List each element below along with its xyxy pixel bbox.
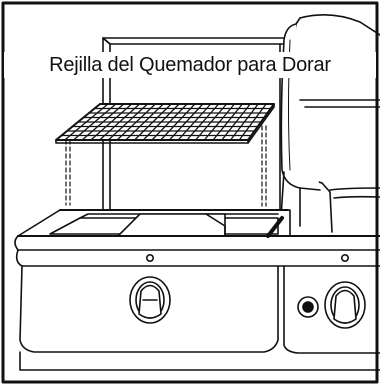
sear-burner-grate (55, 103, 275, 144)
grate-bar-vertical (133, 103, 172, 141)
main-grill-hood (279, 14, 380, 233)
grate-bar-vertical (177, 103, 212, 141)
indicator-light-left (146, 254, 155, 263)
grate-bar-vertical (72, 103, 117, 141)
burner-knob-right (324, 281, 366, 329)
side-burner-body (14, 209, 380, 371)
sear-burner-lid (102, 37, 299, 229)
grate-bar-vertical (107, 103, 149, 141)
grate-bar-vertical (116, 103, 157, 141)
igniter-button (297, 296, 319, 318)
grate-bar-vertical (168, 103, 204, 141)
grate-bar-vertical (160, 103, 196, 141)
guide-lines (65, 125, 267, 207)
grate-bar-vertical (229, 103, 259, 141)
grate-bar-vertical (64, 103, 109, 141)
grate-bar-vertical (203, 103, 236, 141)
grate-bar-vertical (186, 103, 220, 141)
grate-bar-vertical (98, 103, 141, 141)
grate-bar-vertical (212, 103, 244, 141)
grate-bar-vertical (125, 103, 164, 141)
burner-knob-left (129, 276, 171, 324)
grate-bar-vertical (90, 103, 133, 141)
indicator-light-right (340, 254, 349, 263)
grate-bar-vertical (151, 103, 188, 141)
grate-bar-vertical (81, 103, 125, 141)
grate-bar-vertical (142, 103, 180, 141)
grate-bar-vertical (221, 103, 251, 141)
figure-caption: Rejilla del Quemador para Dorar (4, 52, 376, 78)
grate-bar-vertical (238, 103, 267, 141)
grate-bar-vertical (194, 103, 228, 141)
